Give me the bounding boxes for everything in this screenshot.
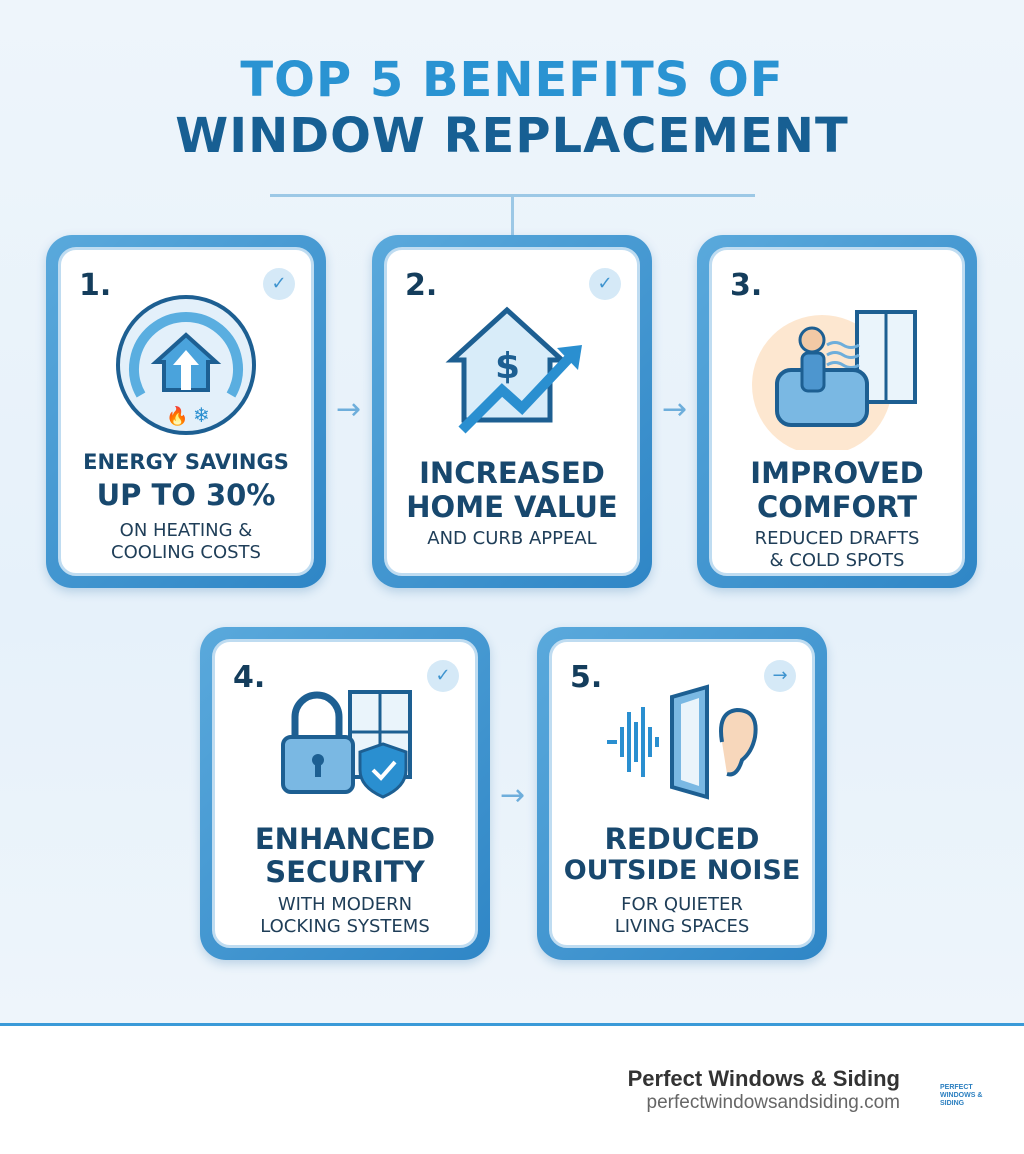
energy-gauge-house-icon: 🔥❄ bbox=[116, 295, 256, 435]
card-heading-1: ENHANCED bbox=[254, 822, 436, 856]
card-number: 3. bbox=[730, 268, 763, 303]
card-heading-2: COMFORT bbox=[756, 490, 918, 524]
card-sub-2: LIVING SPACES bbox=[614, 916, 750, 937]
check-icon: ✓ bbox=[263, 268, 295, 300]
card-heading-2: HOME VALUE bbox=[406, 490, 618, 524]
benefit-card-1: 1. ✓ 🔥❄ ENERGY SAVINGS UP TO 30% ON HEAT… bbox=[46, 235, 326, 588]
card-heading-1: REDUCED bbox=[604, 822, 760, 856]
card-sub-1: AND CURB APPEAL bbox=[427, 528, 597, 549]
card-sub-1: ON HEATING & bbox=[119, 520, 253, 541]
card-number: 1. bbox=[79, 268, 112, 303]
card-sub-1: WITH MODERN bbox=[277, 894, 413, 915]
brand-logo: PERFECT WINDOWS & SIDING bbox=[940, 1084, 983, 1107]
card-sub-2: LOCKING SYSTEMS bbox=[260, 916, 430, 937]
card-heading-2: SECURITY bbox=[265, 855, 425, 889]
card-heading-2: OUTSIDE NOISE bbox=[563, 855, 801, 886]
brand-url[interactable]: perfectwindowsandsiding.com bbox=[646, 1092, 900, 1113]
arrow-right-icon: → bbox=[764, 660, 796, 692]
card-number: 5. bbox=[570, 660, 603, 695]
card-number: 4. bbox=[233, 660, 266, 695]
svg-text:🔥: 🔥 bbox=[166, 405, 188, 427]
check-icon: ✓ bbox=[589, 268, 621, 300]
svg-text:❄: ❄ bbox=[193, 403, 210, 427]
benefit-card-3: 3. IMPROVED COMFORT REDUCED DRAFTS & COL… bbox=[697, 235, 977, 588]
card-sub-1: FOR QUIETER bbox=[621, 894, 743, 915]
title-line-2: WINDOW REPLACEMENT bbox=[175, 108, 849, 164]
arrow-right-icon: → bbox=[500, 778, 526, 813]
house-value-up-icon: $ bbox=[445, 306, 582, 434]
person-in-armchair-icon bbox=[752, 310, 917, 450]
card-heading-1: IMPROVED bbox=[750, 456, 924, 490]
title-line-1: TOP 5 BENEFITS OF bbox=[240, 52, 784, 108]
lock-shield-window-icon bbox=[281, 690, 412, 799]
card-sub-2: COOLING COSTS bbox=[111, 542, 261, 563]
card-heading-2: UP TO 30% bbox=[96, 478, 276, 512]
connector bbox=[511, 196, 514, 236]
sound-window-ear-icon bbox=[607, 684, 758, 800]
benefit-card-4: 4. ✓ ENHANCED SECURITY WITH MODERN LOCKI… bbox=[200, 627, 490, 960]
card-heading-1: ENERGY SAVINGS bbox=[83, 450, 289, 474]
footer-divider bbox=[0, 1023, 1024, 1026]
benefit-card-5: 5. → REDUCED OUTSIDE NOISE FOR QUIETER L… bbox=[537, 627, 827, 960]
card-number: 2. bbox=[405, 268, 438, 303]
divider bbox=[270, 194, 755, 197]
card-sub-2: & COLD SPOTS bbox=[769, 550, 905, 571]
benefit-card-2: 2. ✓ $ INCREASED HOME VALUE AND CURB APP… bbox=[372, 235, 652, 588]
brand-name: Perfect Windows & Siding bbox=[627, 1066, 900, 1091]
arrow-right-icon: → bbox=[662, 392, 688, 427]
svg-text:$: $ bbox=[495, 346, 520, 387]
check-icon: ✓ bbox=[427, 660, 459, 692]
card-heading-1: INCREASED bbox=[419, 456, 605, 490]
card-sub-1: REDUCED DRAFTS bbox=[754, 528, 920, 549]
arrow-right-icon: → bbox=[336, 392, 362, 427]
